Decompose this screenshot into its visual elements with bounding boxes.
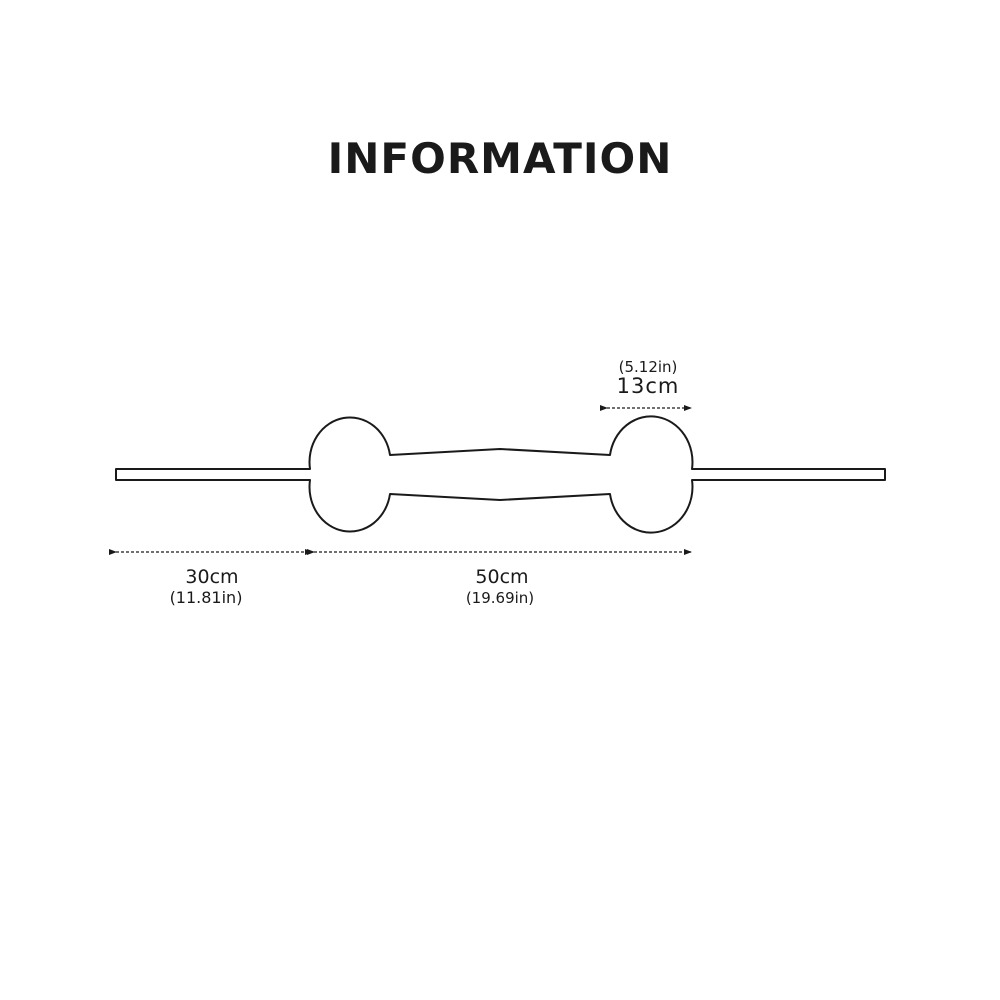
strap-imperial-label: (11.81in) <box>170 588 243 607</box>
body-metric-label: 50cm <box>475 566 528 588</box>
circle-metric-label: 13cm <box>617 374 680 398</box>
product-outline <box>115 415 886 534</box>
body-imperial-label: (19.69in) <box>466 589 534 607</box>
page-title: INFORMATION <box>327 134 673 183</box>
circle-imperial-label: (5.12in) <box>619 358 678 376</box>
strap-metric-label: 30cm <box>185 566 238 588</box>
